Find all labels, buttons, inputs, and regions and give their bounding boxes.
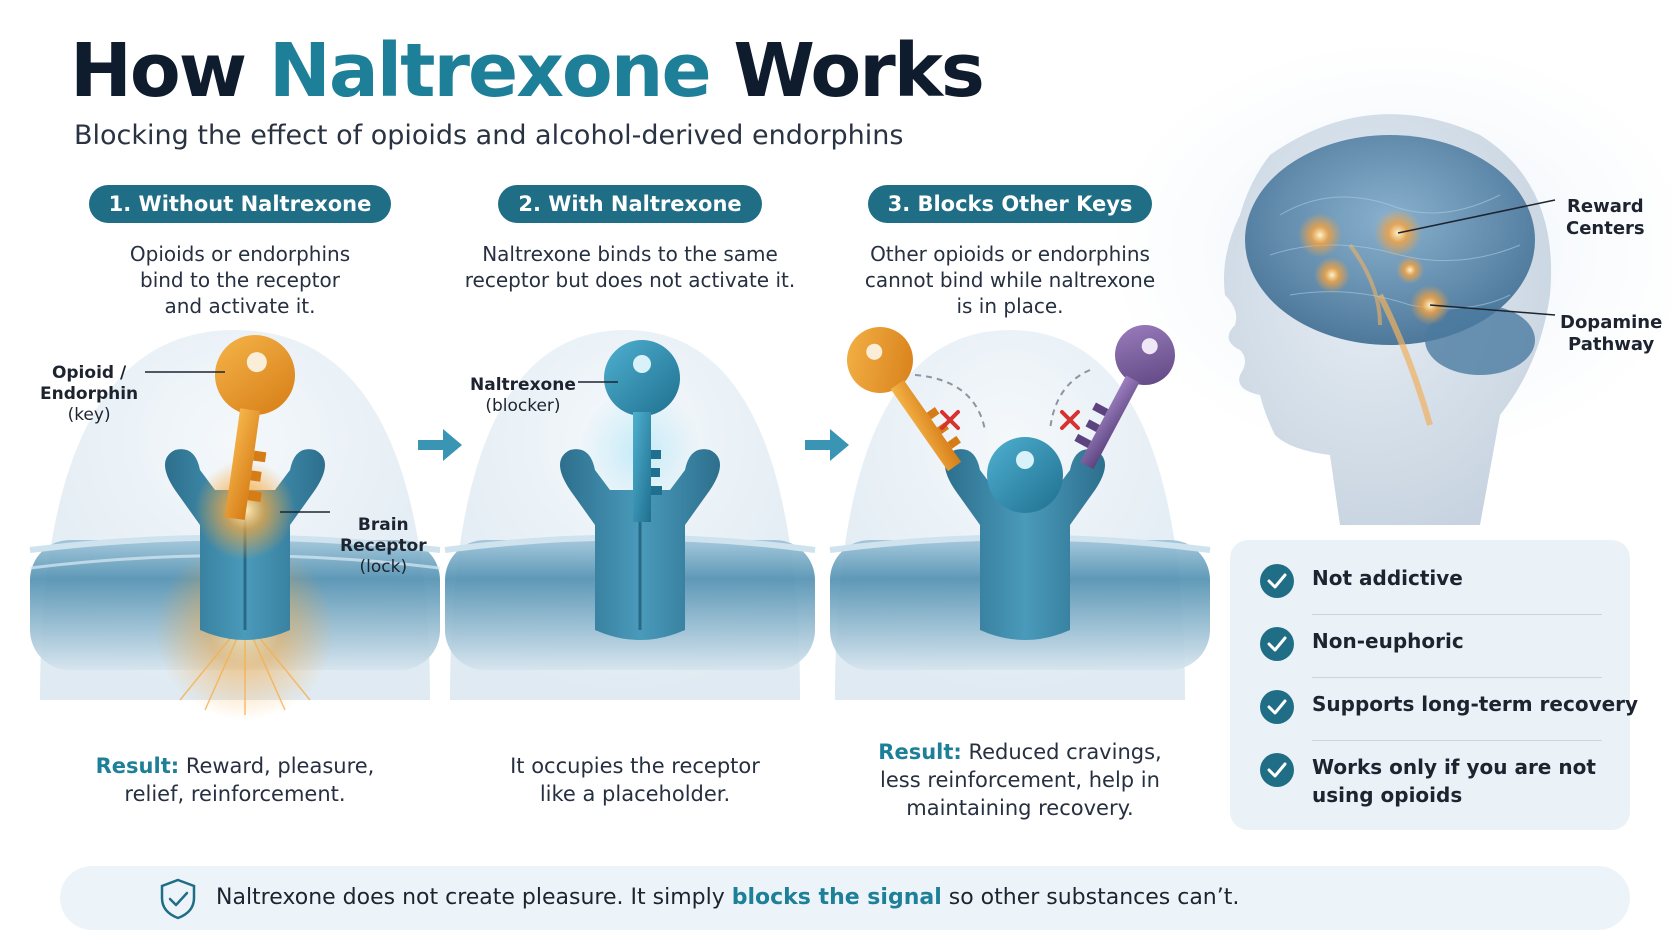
result-panel-1: Result: Reward, pleasure, relief, reinfo… [95, 754, 375, 806]
benefits-checklist: Not addictive Non-euphoric Supports long… [1230, 540, 1638, 830]
shield-check-icon [160, 878, 196, 920]
check-icon [1260, 564, 1294, 598]
cross-icon [940, 410, 960, 430]
cross-icon [1060, 410, 1080, 430]
brain-icon [1224, 114, 1556, 525]
scene-3 [829, 325, 1211, 700]
check-icon [1260, 690, 1294, 724]
divider [1312, 740, 1602, 741]
blocker-label: Naltrexone(blocker) [470, 375, 576, 416]
brain-receptor [945, 449, 1105, 640]
panel-blocks-other-keys: 3. Blocks Other Keys Other opioids or en… [820, 185, 1200, 319]
panel-without-naltrexone: 1. Without Naltrexone Opioids or endorph… [50, 185, 430, 319]
result-panel-2: It occupies the receptor like a placehol… [510, 754, 760, 806]
panel-with-naltrexone: 2. With Naltrexone Naltrexone binds to t… [440, 185, 820, 293]
divider [1312, 614, 1602, 615]
page-subtitle: Blocking the effect of opioids and alcoh… [74, 120, 904, 151]
step-pill: 3. Blocks Other Keys [867, 185, 1153, 223]
check-item: Not addictive [1260, 564, 1463, 598]
result-panel-3: Result: Reduced cravings, less reinforce… [878, 740, 1162, 820]
arrow-right-icon [418, 429, 462, 461]
check-item: Supports long-term recovery [1260, 690, 1638, 724]
key-icon [847, 327, 962, 472]
scene-1 [29, 330, 441, 720]
arrow-right-icon [805, 429, 849, 461]
page-title: How Naltrexone Works [70, 28, 985, 114]
step-pill: 2. With Naltrexone [498, 185, 762, 223]
scene-2 [444, 330, 816, 700]
key-label: Opioid /Endorphin(key) [40, 363, 139, 425]
key-icon [1074, 325, 1175, 470]
step-pill: 1. Without Naltrexone [88, 185, 392, 223]
key-icon [604, 340, 680, 522]
footer-note: Naltrexone does not create pleasure. It … [60, 866, 1630, 930]
divider [1312, 677, 1602, 678]
footer-text: Naltrexone does not create pleasure. It … [216, 885, 1240, 910]
receptor-illustrations [29, 325, 1211, 720]
check-item: Non-euphoric [1260, 627, 1464, 661]
key-icon [215, 335, 295, 520]
check-icon [1260, 627, 1294, 661]
check-icon [1260, 753, 1294, 787]
